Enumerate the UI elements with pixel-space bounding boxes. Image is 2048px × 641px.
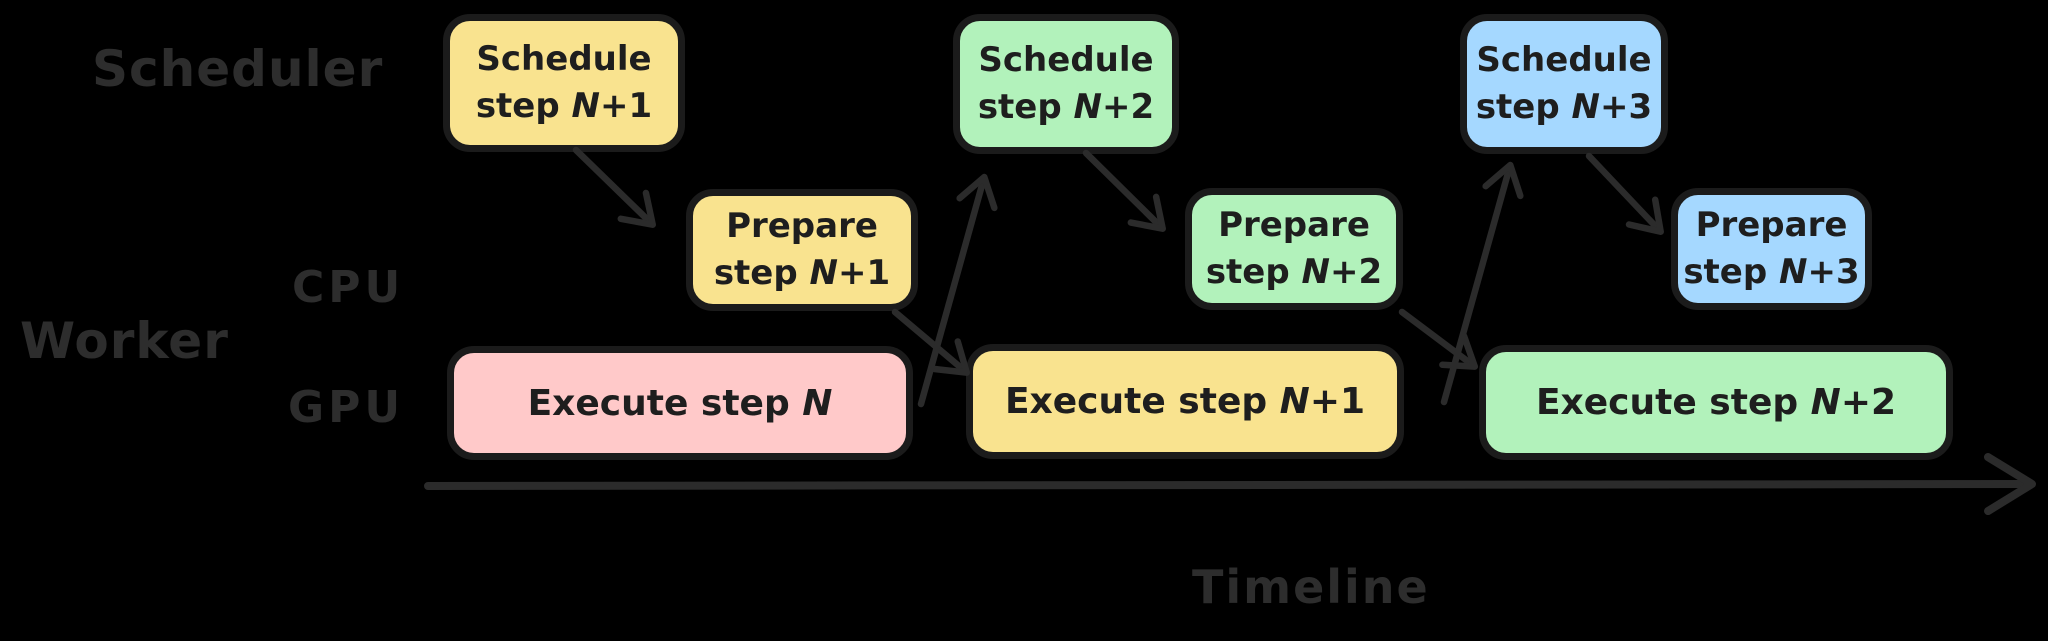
box-label: step N+2 (977, 87, 1155, 127)
row-label-gpu: GPU (288, 382, 405, 433)
box-label: Prepare (1695, 205, 1848, 245)
arrow-prepare-n2-to-execute-n2 (1398, 308, 1479, 370)
box-prepare-step-n2: Prepare step N+2 (1185, 188, 1403, 310)
box-label: step N+1 (713, 253, 891, 293)
box-label: step N+3 (1475, 87, 1653, 127)
box-label: Schedule (1476, 40, 1652, 80)
arrow-schedule-n3-to-prepare-n3 (1585, 152, 1664, 235)
box-prepare-step-n3: Prepare step N+3 (1671, 188, 1872, 310)
box-label: step N+3 (1683, 252, 1860, 292)
arrow-schedule-n2-to-prepare-n2 (1082, 149, 1166, 232)
row-label-worker: Worker (20, 312, 229, 370)
box-schedule-step-n3: Schedule step N+3 (1460, 14, 1668, 154)
box-label: step N+2 (1205, 252, 1383, 292)
box-label: Schedule (978, 40, 1154, 80)
row-label-cpu: CPU (292, 262, 405, 313)
timeline-axis-label: Timeline (1192, 560, 1430, 614)
box-label: Execute step N+1 (1004, 381, 1366, 422)
box-label: Execute step N+2 (1535, 382, 1897, 423)
box-execute-step-n: Execute step N (447, 346, 913, 460)
row-label-scheduler: Scheduler (92, 40, 384, 98)
box-label: Execute step N (527, 382, 833, 424)
box-execute-step-n1: Execute step N+1 (966, 344, 1404, 459)
arrow-schedule-n1-to-prepare-n1 (572, 146, 656, 228)
box-schedule-step-n2: Schedule step N+2 (953, 14, 1179, 154)
timeline-axis-arrow (424, 453, 2036, 516)
box-label: Schedule (476, 39, 652, 79)
box-label: step N+1 (475, 86, 653, 126)
box-label: Prepare (726, 206, 878, 246)
box-execute-step-n2: Execute step N+2 (1479, 345, 1953, 460)
box-schedule-step-n1: Schedule step N+1 (443, 14, 685, 152)
box-prepare-step-n1: Prepare step N+1 (686, 189, 918, 311)
box-label: Prepare (1218, 205, 1370, 245)
